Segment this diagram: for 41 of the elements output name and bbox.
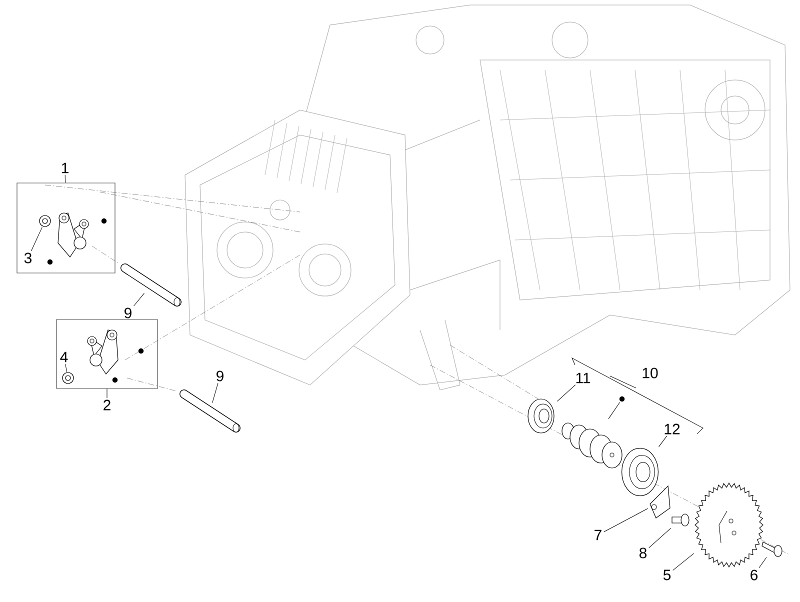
callout-number: 9 xyxy=(124,308,132,318)
pin-drawing xyxy=(120,264,182,306)
leader-line xyxy=(212,382,218,404)
nut-drawing xyxy=(62,372,74,384)
bearing-drawing xyxy=(528,398,554,434)
leader-line xyxy=(604,508,648,532)
callout-number: 8 xyxy=(640,548,647,558)
callout-number: 4 xyxy=(60,352,68,362)
leader-line xyxy=(672,553,694,571)
callout-number: 12 xyxy=(664,424,680,434)
screw-drawing xyxy=(672,514,690,526)
kit-frame xyxy=(16,182,116,274)
camshaft-drawing xyxy=(562,422,622,468)
rocker-arm-drawing xyxy=(87,330,118,374)
callout-number: 9 xyxy=(216,370,224,382)
leader-line xyxy=(106,388,108,398)
leader-line xyxy=(65,364,68,372)
rocker-arm-drawing xyxy=(58,212,89,258)
leader-line xyxy=(658,436,668,448)
callout-number: 7 xyxy=(594,530,602,540)
leader-line xyxy=(556,384,576,402)
callout-number: 11 xyxy=(576,372,590,384)
callout-number: 1 xyxy=(62,162,68,174)
callout-number: 10 xyxy=(642,368,658,378)
counterweight-drawing xyxy=(650,485,670,518)
kit-frame xyxy=(56,319,158,389)
leader-line xyxy=(30,226,42,252)
callout-number: 2 xyxy=(104,400,110,410)
callout-number: 5 xyxy=(663,570,671,580)
pin-drawing xyxy=(180,390,240,432)
leader-line xyxy=(64,174,66,183)
nut-drawing xyxy=(39,215,51,227)
leader-line xyxy=(134,292,145,306)
leader-line xyxy=(758,556,767,568)
bolt-drawing xyxy=(762,542,782,557)
sprocket-drawing xyxy=(694,482,764,568)
bullet-marker xyxy=(619,396,625,402)
leader-line xyxy=(608,402,620,420)
callout-number: 6 xyxy=(750,570,758,580)
callout-number: 3 xyxy=(24,252,32,264)
leader-line xyxy=(648,528,672,548)
